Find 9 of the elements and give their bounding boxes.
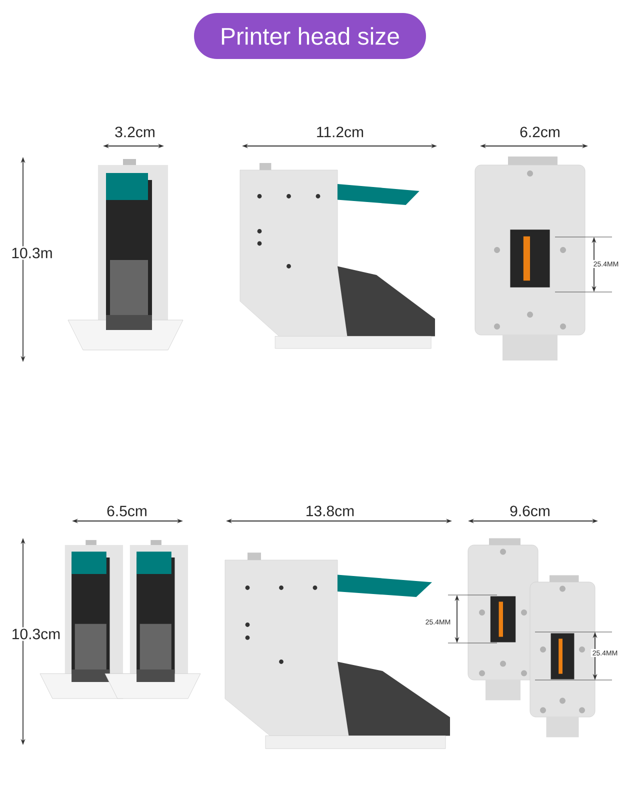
dimension-label: 10.3cm: [10, 627, 62, 641]
title-pill: Printer head size: [194, 13, 426, 59]
dimension-label: 11.2cm: [314, 125, 366, 139]
dimension-label: 6.5cm: [105, 504, 149, 518]
dimension-label: 3.2cm: [113, 125, 157, 139]
dimension-label: 13.8cm: [304, 504, 356, 518]
dimension-label: 10.3m: [10, 246, 54, 260]
dimension-label: 6.2cm: [518, 125, 562, 139]
dimension-label: 9.6cm: [508, 504, 552, 518]
